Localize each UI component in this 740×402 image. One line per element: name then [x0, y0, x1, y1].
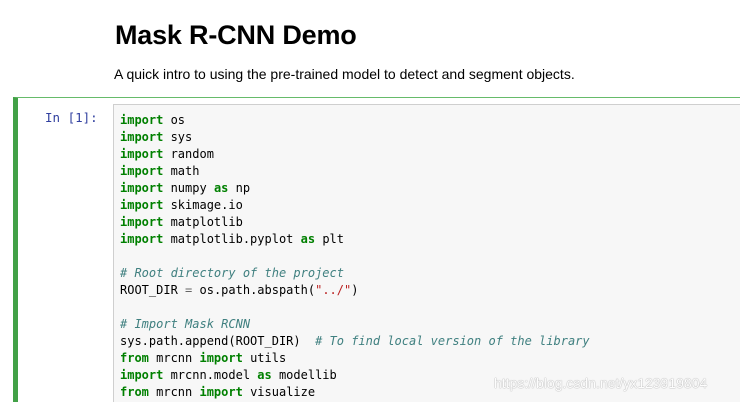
- code-line: [120, 299, 590, 316]
- code-line: sys.path.append(ROOT_DIR) # To find loca…: [120, 333, 590, 350]
- code-token: from: [120, 351, 149, 365]
- code-token: visualize: [242, 385, 316, 399]
- code-token: ROOT_DIR: [120, 283, 186, 297]
- code-line: import random: [120, 146, 590, 163]
- code-token: import: [120, 215, 164, 229]
- code-line: import matplotlib.pyplot as plt: [120, 231, 590, 248]
- code-token: sys: [163, 130, 193, 144]
- code-token: np: [228, 181, 251, 195]
- code-line: import os: [120, 112, 590, 129]
- code-token: # Import Mask RCNN: [120, 317, 251, 331]
- code-token: as: [257, 368, 272, 382]
- code-token: import: [120, 181, 164, 195]
- code-token: sys.path.append(ROOT_DIR): [120, 334, 316, 348]
- code-token: # Root directory of the project: [120, 266, 344, 280]
- code-line: from mrcnn import visualize: [120, 384, 590, 401]
- code-line: from mrcnn import utils: [120, 350, 590, 367]
- code-token: from: [120, 385, 149, 399]
- code-token: mrcnn: [148, 351, 200, 365]
- code-token: import: [199, 385, 243, 399]
- code-token: import: [120, 147, 164, 161]
- code-token: utils: [242, 351, 287, 365]
- code-token: modellib: [271, 368, 337, 382]
- code-token: import: [120, 198, 164, 212]
- code-line: import matplotlib: [120, 214, 590, 231]
- code-token: random: [163, 147, 214, 161]
- code-token: import: [120, 164, 164, 178]
- code-token: =: [185, 283, 193, 297]
- code-line: ROOT_DIR = os.path.abspath("../"): [120, 282, 590, 299]
- code-token: matplotlib: [163, 215, 243, 229]
- code-token: plt: [315, 232, 344, 246]
- code-token: os.path.abspath(: [192, 283, 316, 297]
- code-token: os: [163, 113, 186, 127]
- code-token: as: [213, 181, 229, 195]
- code-token: as: [300, 232, 316, 246]
- watermark-text: https://blog.csdn.net/yx123919804: [494, 375, 708, 391]
- cell-prompt: In [1]:: [45, 110, 98, 125]
- code-token: ): [351, 283, 359, 297]
- code-token: mrcnn.model: [163, 368, 258, 382]
- code-token: skimage.io: [163, 198, 243, 212]
- code-token: import: [120, 113, 164, 127]
- code-line: import sys: [120, 129, 590, 146]
- code-line: [120, 248, 590, 265]
- code-token: # To find local version of the library: [315, 334, 590, 348]
- notebook-heading: Mask R-CNN Demo: [115, 20, 357, 50]
- code-token: numpy: [163, 181, 214, 195]
- code-token: matplotlib.pyplot: [163, 232, 301, 246]
- code-token: mrcnn: [148, 385, 200, 399]
- code-line: import mrcnn.model as modellib: [120, 367, 590, 384]
- code-line: # Root directory of the project: [120, 265, 590, 282]
- code-token: import: [120, 368, 164, 382]
- code-line: import numpy as np: [120, 180, 590, 197]
- code-token: math: [163, 164, 200, 178]
- code-line: import math: [120, 163, 590, 180]
- code-token: import: [199, 351, 243, 365]
- notebook-description: A quick intro to using the pre-trained m…: [114, 66, 575, 82]
- code-token: "../": [315, 283, 352, 297]
- code-token: import: [120, 130, 164, 144]
- code-line: # Import Mask RCNN: [120, 316, 590, 333]
- code-token: import: [120, 232, 164, 246]
- code-line: import skimage.io: [120, 197, 590, 214]
